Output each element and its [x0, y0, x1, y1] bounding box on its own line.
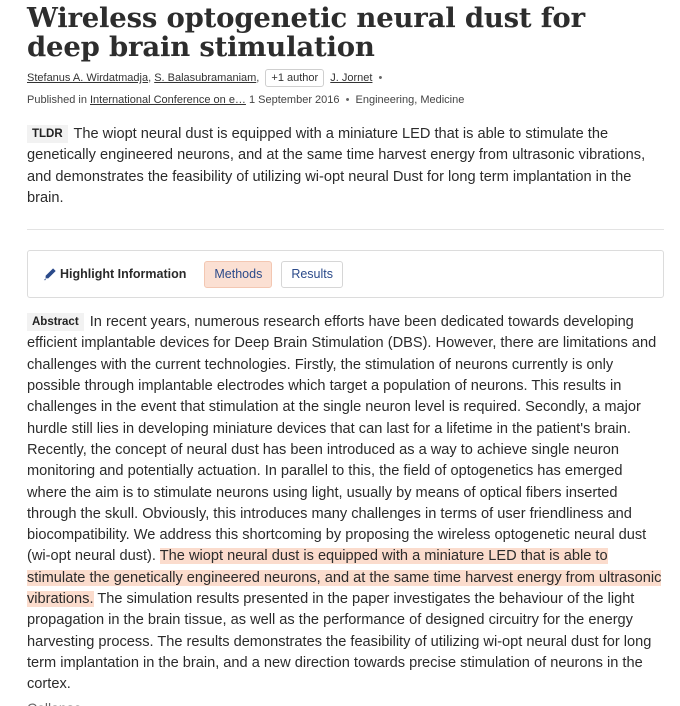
publication-date: 1 September 2016: [249, 94, 340, 106]
divider: [27, 229, 664, 231]
venue-link[interactable]: International Conference on e…: [90, 94, 246, 106]
paper-title: Wireless optogenetic neural dust for dee…: [27, 2, 585, 63]
publication-info: Published in International Conference on…: [27, 93, 664, 107]
abstract-text: In recent years, numerous research effor…: [27, 314, 657, 565]
fields-of-study: Engineering, Medicine: [355, 94, 465, 106]
author-link[interactable]: S. Balasubramaniam: [154, 72, 257, 84]
collapse-link[interactable]: Collapse: [27, 698, 664, 706]
abstract-section: Abstract In recent years, numerous resea…: [27, 312, 664, 695]
separator-dot: •: [378, 72, 383, 84]
highlight-toolbar: Highlight Information Methods Results: [27, 250, 664, 299]
results-button[interactable]: Results: [281, 260, 344, 288]
highlight-label: Highlight Information: [43, 267, 186, 281]
separator-dot: •: [345, 94, 350, 106]
more-authors-button[interactable]: +1 author: [265, 69, 325, 87]
pen-icon: [43, 267, 57, 281]
tldr-badge: TLDR: [27, 125, 68, 143]
author-link[interactable]: J. Jornet: [330, 72, 373, 84]
published-prefix: Published in: [27, 94, 87, 106]
tldr-text: The wiopt neural dust is equipped with a…: [27, 126, 646, 206]
methods-button[interactable]: Methods: [204, 260, 273, 288]
paper-detail: Wireless optogenetic neural dust for dee…: [27, 4, 664, 706]
abstract-badge: Abstract: [27, 313, 84, 332]
author-link[interactable]: Stefanus A. Wirdatmadja: [27, 72, 149, 84]
tldr-section: TLDR The wiopt neural dust is equipped w…: [27, 124, 664, 209]
highlight-label-text: Highlight Information: [60, 267, 187, 282]
abstract-text: The simulation results presented in the …: [27, 591, 652, 693]
author-list: Stefanus A. Wirdatmadja, S. Balasubraman…: [27, 69, 664, 87]
